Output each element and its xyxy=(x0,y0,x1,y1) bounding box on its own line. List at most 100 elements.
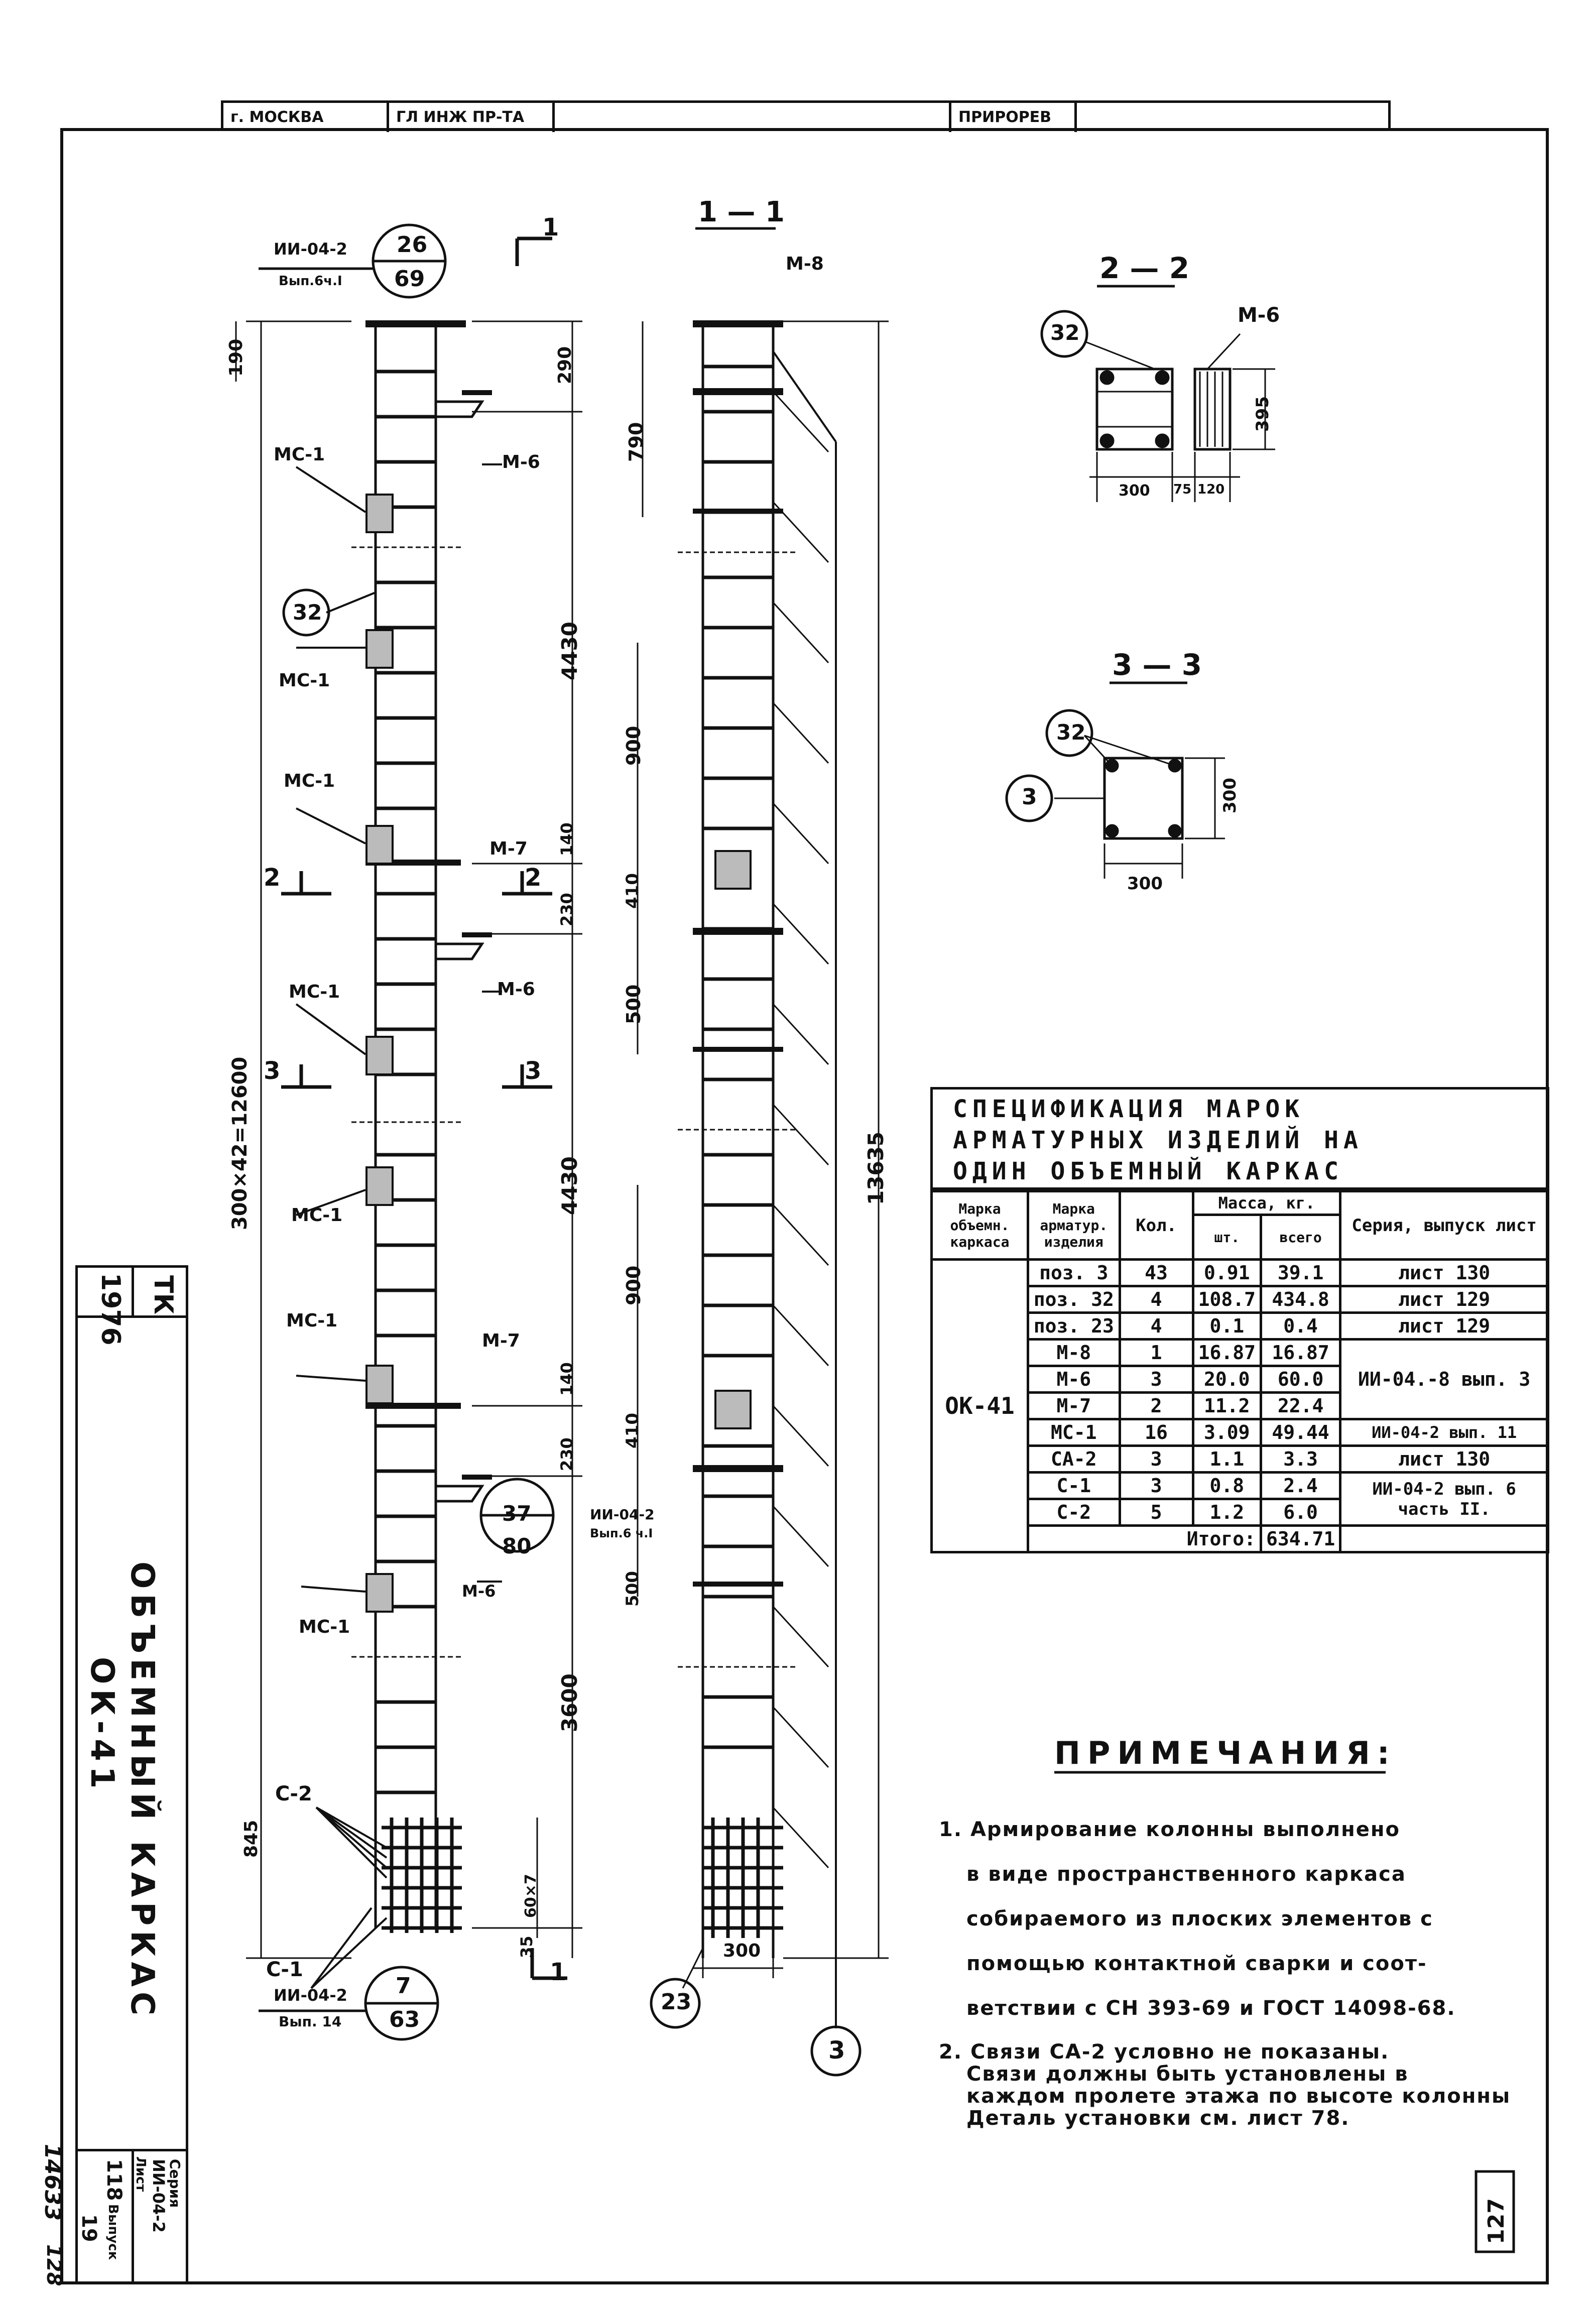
dim-230-b: 230 xyxy=(557,1437,576,1471)
label-mc1-b: МС-1 xyxy=(279,670,330,691)
cell-total: 434.8 xyxy=(1259,1285,1342,1314)
cell-ref: ИИ-04.-8 вып. 3 xyxy=(1339,1338,1549,1420)
cell-ref: лист 129 xyxy=(1339,1311,1549,1341)
cell-ref: лист 130 xyxy=(1339,1444,1549,1474)
title-strip: г. МОСКВА ГЛ ИНЖ ПР-ТА ПРИРОРЕВ xyxy=(221,100,1391,132)
dim-3600: 3600 xyxy=(557,1673,582,1732)
dim-300-section: 300 xyxy=(723,1941,761,1961)
ref-top-issue: Вып.6ч.I xyxy=(279,274,342,289)
label-sec-2-left: 2 xyxy=(264,864,281,892)
spec-header-row: Марка объемн. каркаса Марка арматур. изд… xyxy=(930,1190,1549,1261)
dim-500-b: 500 xyxy=(623,1571,643,1607)
cell-ref: ИИ-04-2 вып. 6 часть II. xyxy=(1339,1471,1549,1527)
label-mc1-g: МС-1 xyxy=(299,1617,350,1637)
label-c1: С-1 xyxy=(266,1958,303,1981)
dim-410-a: 410 xyxy=(623,873,643,909)
table-row: М-7 2 11.2 22.4 xyxy=(932,1391,1548,1420)
cell-ref: лист 129 xyxy=(1339,1285,1549,1314)
spec-total-row: Итого: 634.71 xyxy=(932,1524,1549,1553)
label-m6-c: М-6 xyxy=(462,1582,496,1601)
cell-each: 0.91 xyxy=(1191,1258,1262,1287)
dim-140-b: 140 xyxy=(557,1362,576,1396)
label-c2: С-2 xyxy=(275,1782,312,1805)
stamp-sheet-value: 118 xyxy=(102,2159,126,2201)
table-row: М-8 1 16.87 16.87 ИИ-04.-8 вып. 3 xyxy=(932,1338,1549,1420)
archive-number: 14633 xyxy=(40,2144,65,2221)
cell-total: 22.4 xyxy=(1259,1391,1342,1420)
section-hatch xyxy=(772,391,829,1869)
cell-each: 11.2 xyxy=(1191,1391,1262,1420)
spec-total-value: 634.71 xyxy=(1259,1524,1342,1553)
bottom-mesh-left xyxy=(382,1818,462,1933)
section-3-3-dim-w: 300 xyxy=(1127,874,1163,894)
cell-item: М-7 xyxy=(1027,1391,1121,1420)
label-mc1-e: МС-1 xyxy=(291,1205,343,1226)
spec-table: Марка объемн. каркаса Марка арматур. изд… xyxy=(930,1190,1549,1553)
table-row: СА-2 3 1.1 3.3 лист 130 xyxy=(932,1444,1549,1474)
cell-item: поз. 3 xyxy=(1027,1258,1121,1287)
stamp-code: ТК xyxy=(148,1275,178,1314)
ref-top-series: ИИ-04-2 xyxy=(274,239,347,259)
dim-140-a: 140 xyxy=(557,822,576,856)
ref-top-num-top: 26 xyxy=(397,232,428,258)
cell-ref: ИИ-04-2 вып. 11 xyxy=(1339,1418,1549,1447)
table-row: ОК-41 поз. 3 43 0.91 39.1 лист 130 xyxy=(930,1258,1549,1553)
note-1-line-3: собираемого из плоских элементов с xyxy=(966,1907,1433,1930)
table-row: поз. 32 4 108.7 434.8 лист 129 xyxy=(932,1285,1549,1314)
spec-title-line-2: АРМАТУРНЫХ ИЗДЕЛИЙ НА xyxy=(953,1126,1363,1154)
cell-qty: 3 xyxy=(1118,1444,1194,1474)
spec-frame-mark: ОК-41 xyxy=(930,1258,1029,1553)
dim-total: 300×42=12600 xyxy=(228,1056,252,1230)
section-1-1-title: 1 — 1 xyxy=(698,196,785,228)
spec-header-qty: Кол. xyxy=(1118,1190,1194,1261)
cell-qty: 4 xyxy=(1118,1285,1194,1314)
dim-410-b: 410 xyxy=(623,1413,643,1448)
cell-qty: 2 xyxy=(1118,1391,1194,1420)
label-sec-3-left: 3 xyxy=(264,1057,281,1085)
note-1-line-4: помощью контактной сварки и соот- xyxy=(966,1952,1427,1975)
cell-each: 1.2 xyxy=(1191,1498,1262,1527)
section-2-2-part: М-6 xyxy=(1238,304,1280,327)
cell-qty: 4 xyxy=(1118,1311,1194,1341)
cell-item: С-2 xyxy=(1027,1498,1121,1527)
cell-each: 3.09 xyxy=(1191,1418,1262,1447)
table-row: С-2 5 1.2 6.0 xyxy=(932,1498,1548,1527)
cell-each: 1.1 xyxy=(1191,1444,1262,1474)
cell-qty: 5 xyxy=(1118,1498,1194,1527)
label-mc1-d: МС-1 xyxy=(289,982,340,1002)
ref-mid-series: ИИ-04-2 xyxy=(590,1506,655,1523)
label-pos-23: 23 xyxy=(661,1989,692,2015)
label-sec-2-right: 2 xyxy=(525,864,542,892)
label-mc1-f: МС-1 xyxy=(286,1310,338,1331)
cell-qty: 43 xyxy=(1118,1258,1194,1287)
spec-title: СПЕЦИФИКАЦИЯ МАРОК АРМАТУРНЫХ ИЗДЕЛИЙ НА… xyxy=(930,1087,1549,1190)
cell-total: 2.4 xyxy=(1259,1471,1342,1500)
section-2-2-dim-height: 395 xyxy=(1253,396,1273,432)
table-row: МС-1 16 3.09 49.44 ИИ-04-2 вып. 11 xyxy=(932,1418,1549,1447)
dim-4430-a: 4430 xyxy=(557,622,582,680)
notes-title: ПРИМЕЧАНИЯ: xyxy=(1054,1735,1397,1771)
cell-total: 0.4 xyxy=(1259,1311,1342,1341)
dim-290: 290 xyxy=(555,346,575,384)
section-2-2-plate xyxy=(1193,368,1232,451)
stirrups-left xyxy=(376,370,436,1794)
section-2-2-dim-b: 75 xyxy=(1173,482,1192,497)
section-3-3-pos-b: 3 xyxy=(1022,784,1037,810)
dim-900-a: 900 xyxy=(623,725,645,766)
spec-total-empty xyxy=(1339,1524,1549,1553)
dim-35: 35 xyxy=(517,1935,536,1958)
ref-bottom-series: ИИ-04-2 xyxy=(274,1986,347,2005)
cell-each: 0.1 xyxy=(1191,1311,1262,1341)
cell-item: С-1 xyxy=(1027,1471,1121,1500)
ref-mid-num-top: 37 xyxy=(502,1501,532,1526)
label-pos-32: 32 xyxy=(293,600,322,625)
spec-header-mass-each: шт. xyxy=(1191,1214,1262,1261)
note-1-line-2: в виде пространственного каркаса xyxy=(966,1863,1406,1886)
section-2-2-dim-a: 300 xyxy=(1119,482,1150,500)
cell-each: 16.87 xyxy=(1191,1338,1262,1367)
note-1-line-5: ветствии с СН 393-69 и ГОСТ 14098-68. xyxy=(966,1997,1456,2020)
dim-500-a: 500 xyxy=(623,984,645,1024)
title-empty xyxy=(555,103,951,132)
dim-845: 845 xyxy=(241,1820,262,1858)
stamp-sheet-label: Лист xyxy=(133,2156,148,2192)
